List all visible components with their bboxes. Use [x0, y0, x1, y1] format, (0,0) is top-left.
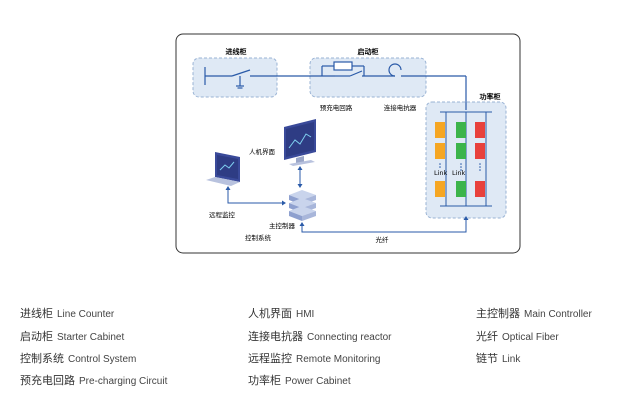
module-green [456, 143, 466, 159]
module-red [475, 143, 485, 159]
link-label: Link [452, 169, 466, 177]
line-counter-box [192, 57, 278, 98]
starter-cabinet-box [309, 57, 427, 98]
main-controller-icon [289, 190, 316, 221]
laptop-icon [206, 152, 240, 186]
pre-charging-label: 预充电回路 [320, 103, 353, 112]
module-green [456, 122, 466, 138]
reactor-label: 连接电抗器 [384, 103, 417, 112]
module-orange [435, 181, 445, 197]
reactor-symbol [388, 63, 467, 110]
hmi-monitor-icon [284, 119, 316, 166]
line-counter-label: 进线柜 [226, 47, 247, 56]
starter-cabinet-label: 启动柜 [358, 47, 379, 56]
system-diagram: 进线柜 启动柜 功率柜 预充电回路 连接电抗器 [175, 33, 521, 254]
module-red [475, 122, 485, 138]
connections [227, 168, 467, 233]
arrowheads [225, 166, 469, 226]
breaker-symbol [204, 67, 335, 89]
module-orange [435, 122, 445, 138]
optical-fiber-label: 光纤 [376, 235, 390, 244]
pre-charging-circuit [321, 61, 395, 77]
power-modules: Link Link [434, 111, 492, 207]
module-orange [435, 143, 445, 159]
hmi-label: 人机界面 [249, 147, 276, 156]
module-red [475, 181, 485, 197]
module-green [456, 181, 466, 197]
main-controller-label: 主控制器 [269, 221, 296, 230]
remote-monitoring-label: 远程监控 [209, 210, 236, 219]
power-cabinet-label: 功率柜 [480, 92, 501, 101]
link-label: Link [434, 169, 448, 177]
control-system-label: 控制系统 [245, 233, 272, 242]
